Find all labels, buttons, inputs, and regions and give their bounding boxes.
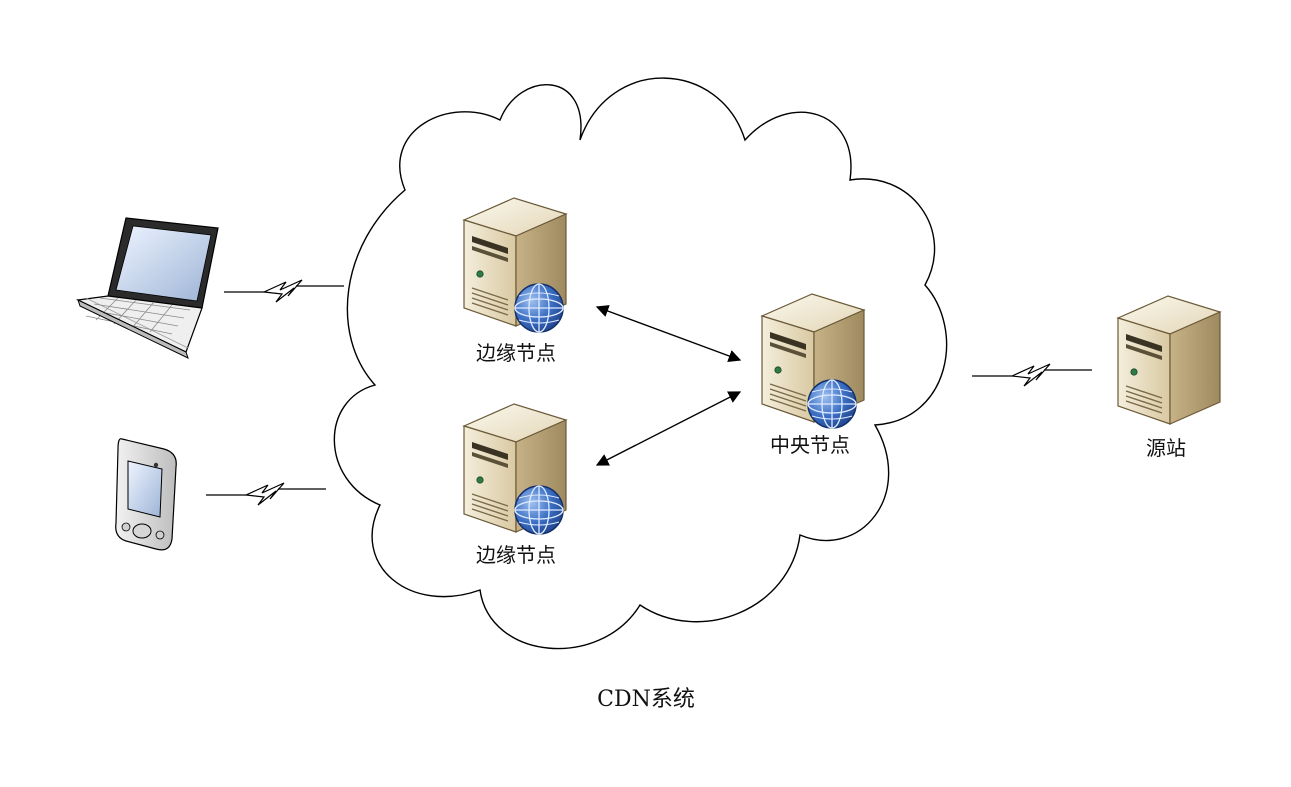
central-node-label: 中央节点 <box>770 433 850 457</box>
lightning-link-icon <box>223 279 345 303</box>
lightning-link-icon <box>971 363 1093 387</box>
edge-node-bottom-label: 边缘节点 <box>476 543 556 567</box>
server-icon <box>1117 295 1221 425</box>
origin-node-label: 源站 <box>1146 436 1186 460</box>
central-node: 中央节点 <box>761 293 865 457</box>
globe-icon <box>514 283 564 333</box>
laptop-icon <box>75 217 219 359</box>
double-arrow-icon <box>595 391 742 466</box>
origin-node: 源站 <box>1117 295 1221 460</box>
globe-icon <box>807 379 857 429</box>
edge-node-top: 边缘节点 <box>463 197 567 365</box>
edge-node-bottom: 边缘节点 <box>463 403 567 567</box>
edge-node-top-label: 边缘节点 <box>476 341 556 365</box>
globe-icon <box>514 485 564 535</box>
double-arrow-icon <box>595 305 742 362</box>
pda-icon <box>115 438 177 551</box>
lightning-link-icon <box>205 482 327 506</box>
diagram-caption: CDN系统 <box>597 687 695 712</box>
